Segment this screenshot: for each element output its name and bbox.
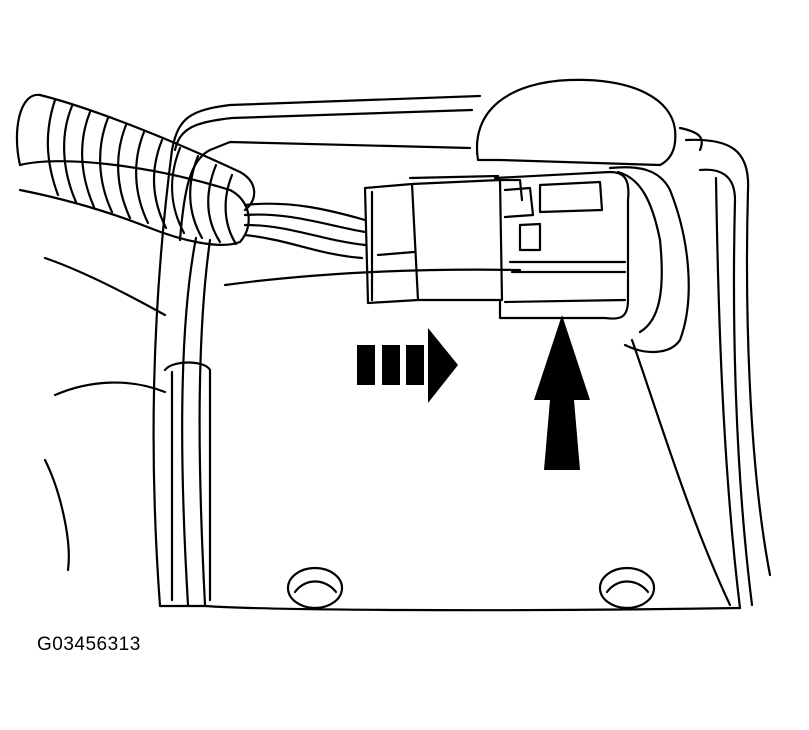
arrow-up-icon	[534, 315, 590, 470]
connector-boot	[608, 166, 690, 354]
hole-right	[598, 566, 656, 610]
housing-outline	[152, 94, 772, 612]
connector-receptacle	[493, 170, 630, 320]
wires	[243, 202, 367, 260]
mounting-tab	[475, 78, 677, 167]
hole-left	[286, 566, 344, 610]
harness-conduit	[15, 93, 256, 246]
body-contours	[43, 256, 212, 602]
connector-plug	[363, 174, 524, 305]
mounting-holes	[286, 566, 656, 610]
figure-code: G03456313	[37, 634, 141, 655]
arrow-right-icon	[357, 328, 458, 403]
